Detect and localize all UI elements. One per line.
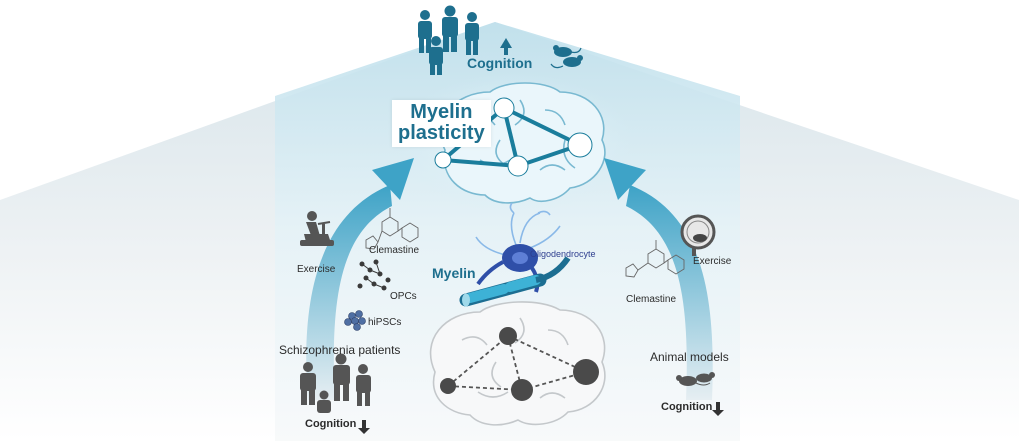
oligodendrocyte-label: Oligodendrocyte [530,249,596,259]
network-node [511,379,533,401]
cognition-up-arrow-icon [500,38,512,55]
patients-group-icon [300,353,371,413]
right-curved-arrow [626,185,713,400]
left-cognition-label: Cognition [305,418,357,430]
left-clemastine-label: Clemastine [369,245,420,256]
opcs-label: OPCs [390,291,417,302]
schizophrenia-patients-label: Schizophrenia patients [279,343,401,357]
oligodendrocyte-icon [475,202,561,293]
animal-models-mice-icon [676,372,715,386]
right-arrow-head [604,158,646,200]
top-brain-network [434,97,593,177]
animal-models-label: Animal models [650,350,729,364]
network-node [573,359,599,385]
left-curved-arrow [306,185,392,400]
network-node [493,97,515,119]
network-node [434,151,452,169]
right-cognition-down-arrow-icon [712,402,724,416]
network-node [507,155,529,177]
top-cognition-label: Cognition [467,55,533,71]
right-exercise-label: Exercise [693,256,732,267]
exercise-bike-icon [300,211,334,246]
hipscs-cluster-icon [344,310,366,331]
left-cognition-down-arrow-icon [358,420,370,434]
right-cognition-label: Cognition [661,401,713,413]
left-arrow-head [372,158,414,200]
right-clemastine-molecule-icon [625,240,685,278]
left-exercise-label: Exercise [297,264,336,275]
title-line-1: Myelin [410,101,473,123]
myelin-axon-icon [459,256,571,307]
bottom-brain-network [440,327,599,401]
network-node [567,132,593,158]
right-clemastine-label: Clemastine [626,294,677,305]
title-line-2: plasticity [398,122,485,144]
bottom-brain-icon [429,301,606,426]
opcs-cluster-icon [357,259,391,291]
running-wheel-icon [680,214,716,256]
network-node [440,378,456,394]
myelin-label: Myelin [432,265,476,281]
hipscs-label: hiPSCs [368,317,402,328]
clemastine-molecule-icon [365,208,419,250]
top-people-icon [418,5,479,75]
network-node [499,327,517,345]
top-mice-icon [550,45,583,69]
myelin-plasticity-title: Myelin plasticity [392,100,491,147]
